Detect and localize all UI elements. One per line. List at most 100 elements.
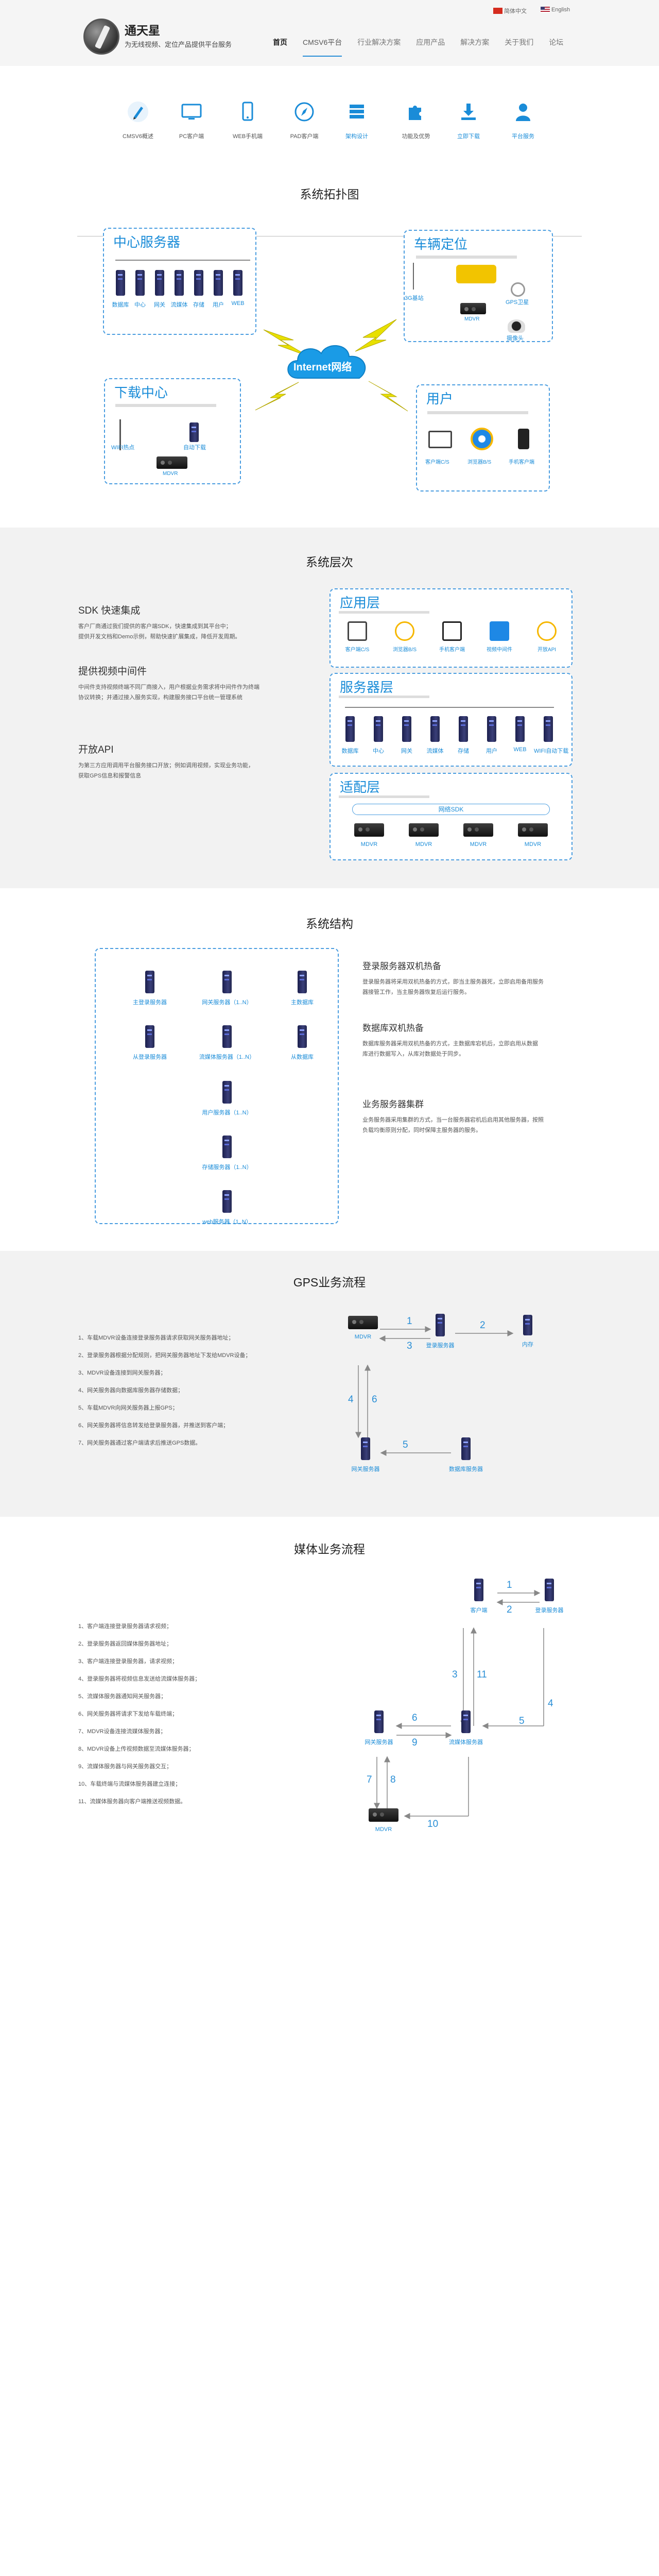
vehicle-title: 车辆定位	[414, 236, 468, 252]
vehicle-label-mdvr: MDVR	[464, 316, 480, 322]
lightning-icon	[355, 319, 397, 352]
user-box: 用户 客户端C/S 浏览器B/S 手机客户端	[416, 384, 550, 492]
monitor-icon	[178, 98, 205, 126]
internet-cloud: Internet网络	[282, 338, 375, 389]
vehicle-box: 车辆定位 3G基站 MDVR GPS卫星 摄像头	[404, 230, 553, 342]
server-icon	[222, 971, 232, 993]
node-label: 用户	[486, 748, 497, 754]
node: 登录服务器	[417, 1314, 463, 1349]
media-arrow-label: 6	[412, 1713, 418, 1723]
subnav-pad-label: PAD客户端	[290, 133, 319, 140]
app-layer-label: 手机客户端	[439, 647, 465, 653]
server-icon	[116, 270, 125, 296]
app-layer-label: 开放API	[537, 647, 557, 653]
lang-cn-link[interactable]: 简体中文	[493, 7, 527, 15]
tower-icon	[413, 263, 414, 290]
server-icon	[361, 1437, 370, 1460]
subnav-download[interactable]: 立即下载	[443, 98, 494, 140]
user-label-bs: 浏览器B/S	[467, 460, 492, 465]
db-backup-text: 数据库服务器采用双机热备的方式，主数据库宕机后，立即启用从数据	[362, 1041, 538, 1047]
node-label: 主数据库	[291, 999, 314, 1006]
adapt-layer-title: 适配层	[340, 779, 380, 795]
server-icon	[155, 270, 164, 296]
node: WEB	[228, 270, 248, 307]
gps-band	[0, 1251, 659, 1517]
server-icon	[214, 270, 223, 296]
server-icon	[233, 270, 242, 296]
media-title: 媒体业务流程	[294, 1543, 365, 1556]
wifi-hotspot-icon	[119, 419, 121, 450]
node-label: 客户端	[470, 1607, 488, 1614]
node-label: 网关服务器	[351, 1466, 380, 1472]
node-label: MDVR	[524, 841, 542, 848]
media-arrow-label: 2	[507, 1604, 512, 1615]
service-layer-divider	[339, 696, 429, 698]
nav-about[interactable]: 关于我们	[505, 38, 534, 46]
lang-cn-label: 简体中文	[504, 8, 527, 14]
sdk-title: SDK 快速集成	[78, 605, 141, 616]
cluster-text: 负载均衡原则分配，同时保障主服务器的服务。	[362, 1127, 481, 1133]
media-step: 7、MDVR设备连接流媒体服务器；	[78, 1728, 166, 1735]
app-layer-divider	[339, 611, 429, 614]
subnav-pc[interactable]: PC客户端	[166, 98, 217, 140]
node-label: 从登录服务器	[133, 1054, 167, 1060]
camera-icon	[490, 621, 509, 641]
middleware-text-line: 中间件支持视频终端不同厂商接入，用户根据业务需求将中间件作为终端	[78, 684, 259, 690]
server-icon	[222, 1081, 232, 1104]
server-icon	[175, 270, 184, 296]
node: WIFI自动下载	[534, 716, 568, 755]
subnav-service[interactable]: 平台服务	[497, 98, 549, 140]
gps-arrow-label: 3	[407, 1341, 412, 1351]
app-layer-label: 浏览器B/S	[392, 647, 417, 653]
logo-icon[interactable]	[83, 19, 119, 55]
subnav-pad[interactable]: PAD客户端	[279, 98, 330, 140]
mobile-icon	[442, 621, 462, 641]
db-backup-title: 数据库双机热备	[362, 1023, 424, 1033]
nav-industry[interactable]: 行业解决方案	[357, 38, 401, 46]
us-flag-icon	[541, 7, 550, 13]
cluster-title: 业务服务器集群	[362, 1099, 424, 1109]
subnav-overview[interactable]: CMSV6概述	[112, 98, 164, 140]
nav-cmsv6[interactable]: CMSV6平台	[303, 37, 342, 57]
server-icon	[222, 1025, 232, 1048]
nav-forum[interactable]: 论坛	[549, 38, 564, 46]
server-icon	[145, 1025, 154, 1048]
media-step: 2、登录服务器返回媒体服务器地址；	[78, 1641, 172, 1647]
media-arrow-label: 7	[367, 1774, 372, 1785]
subnav-features-label: 功能及优势	[402, 133, 430, 140]
app-layer-item: 浏览器B/S	[385, 621, 424, 653]
nav-solutions[interactable]: 解决方案	[460, 38, 490, 46]
subnav-features[interactable]: 功能及优势	[390, 98, 442, 140]
lang-en-link[interactable]: English	[541, 7, 570, 13]
subnav-web-mobile[interactable]: WEB手机端	[222, 98, 273, 140]
media-step: 1、客户端连接登录服务器请求视频；	[78, 1623, 172, 1630]
nav-products[interactable]: 应用产品	[416, 38, 445, 46]
node-label: 流媒体服务器（1..N）	[199, 1054, 255, 1060]
media-arrow-label: 8	[390, 1774, 396, 1785]
gps-step: 3、MDVR设备连接到网关服务器；	[78, 1370, 166, 1376]
user-divider	[427, 411, 528, 414]
node: MDVR	[360, 1808, 407, 1833]
middleware-block: 提供视频中间件 中间件支持视频终端不同厂商接入，用户根据业务需求将中间件作为终端…	[78, 667, 264, 703]
media-step: 4、登录服务器将视频信息发送给流媒体服务器；	[78, 1676, 201, 1682]
main-nav: 首页 CMSV6平台 行业解决方案 应用产品 解决方案 关于我们 论坛	[273, 37, 579, 57]
media-step: 9、流媒体服务器与网关服务器交互；	[78, 1764, 172, 1770]
mdvr-icon	[463, 823, 493, 837]
nav-home[interactable]: 首页	[273, 38, 287, 46]
server-icon	[430, 716, 440, 742]
node-label: MDVR	[415, 841, 432, 848]
node: 数据库服务器	[438, 1437, 494, 1473]
user-label-mobile: 手机客户端	[509, 460, 534, 465]
login-backup-title: 登录服务器双机热备	[362, 961, 441, 971]
service-bus-line	[345, 707, 554, 708]
node-label: 流媒体	[426, 748, 444, 754]
server-icon	[436, 1314, 445, 1336]
subnav-architecture[interactable]: 架构设计	[331, 98, 383, 140]
node-label: 数据库服务器	[449, 1466, 483, 1472]
